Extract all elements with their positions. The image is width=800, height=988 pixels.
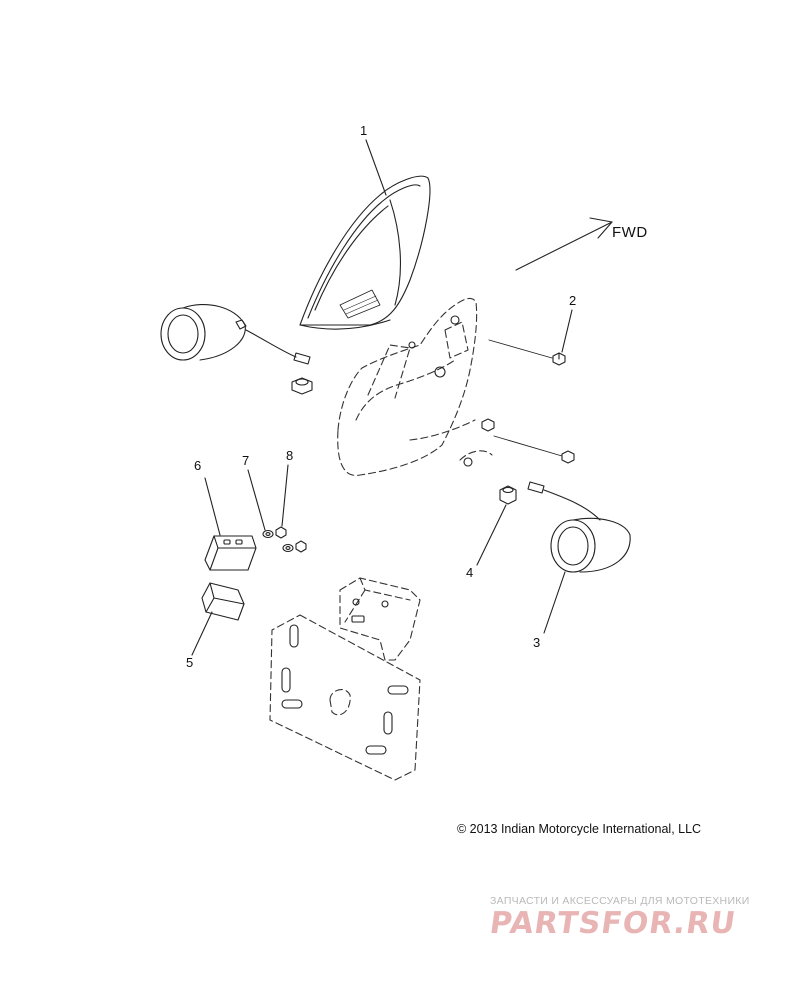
callout-8: 8 — [286, 448, 294, 463]
callout-leader-5 — [191, 611, 213, 656]
watermark-logo: PARTSFOR.RU — [487, 906, 739, 941]
callout-leader-6 — [204, 477, 221, 536]
bolt-right — [561, 450, 575, 464]
grommet-4 — [499, 485, 517, 505]
callout-5: 5 — [186, 655, 194, 670]
watermark-tagline: ЗАПЧАСТИ И АКСЕССУАРЫ ДЛЯ МОТОТЕХНИКИ — [490, 895, 750, 907]
license-bracket-slots — [281, 598, 409, 755]
license-lens-5 — [201, 582, 245, 621]
callout-2: 2 — [569, 293, 577, 308]
callout-leader-1 — [365, 139, 387, 196]
bracket-holes — [408, 315, 473, 467]
callout-leader-8 — [281, 464, 289, 527]
callout-3: 3 — [533, 635, 541, 650]
right-turn-signal — [527, 481, 631, 573]
callout-6: 6 — [194, 458, 202, 473]
callout-leader-3 — [543, 571, 566, 634]
washer-7 — [262, 529, 294, 553]
license-light-6 — [204, 535, 257, 571]
callout-1: 1 — [360, 123, 368, 138]
left-turn-signal — [160, 304, 311, 365]
callout-7: 7 — [242, 453, 250, 468]
forward-arrow-icon — [515, 217, 613, 271]
copyright-notice: © 2013 Indian Motorcycle International, … — [457, 822, 702, 836]
nut-8 — [275, 526, 307, 553]
callout-4: 4 — [466, 565, 474, 580]
bolt-mid — [481, 418, 495, 432]
bolt-2 — [552, 352, 566, 366]
callout-leader-4 — [476, 504, 507, 566]
grommet-left — [291, 377, 313, 395]
tail-light-lens — [299, 175, 431, 330]
forward-label: FWD — [612, 224, 648, 241]
callout-leader-7 — [247, 469, 266, 531]
fender-bracket — [337, 297, 493, 476]
callout-leader-2 — [561, 309, 573, 353]
license-bracket — [269, 577, 421, 781]
